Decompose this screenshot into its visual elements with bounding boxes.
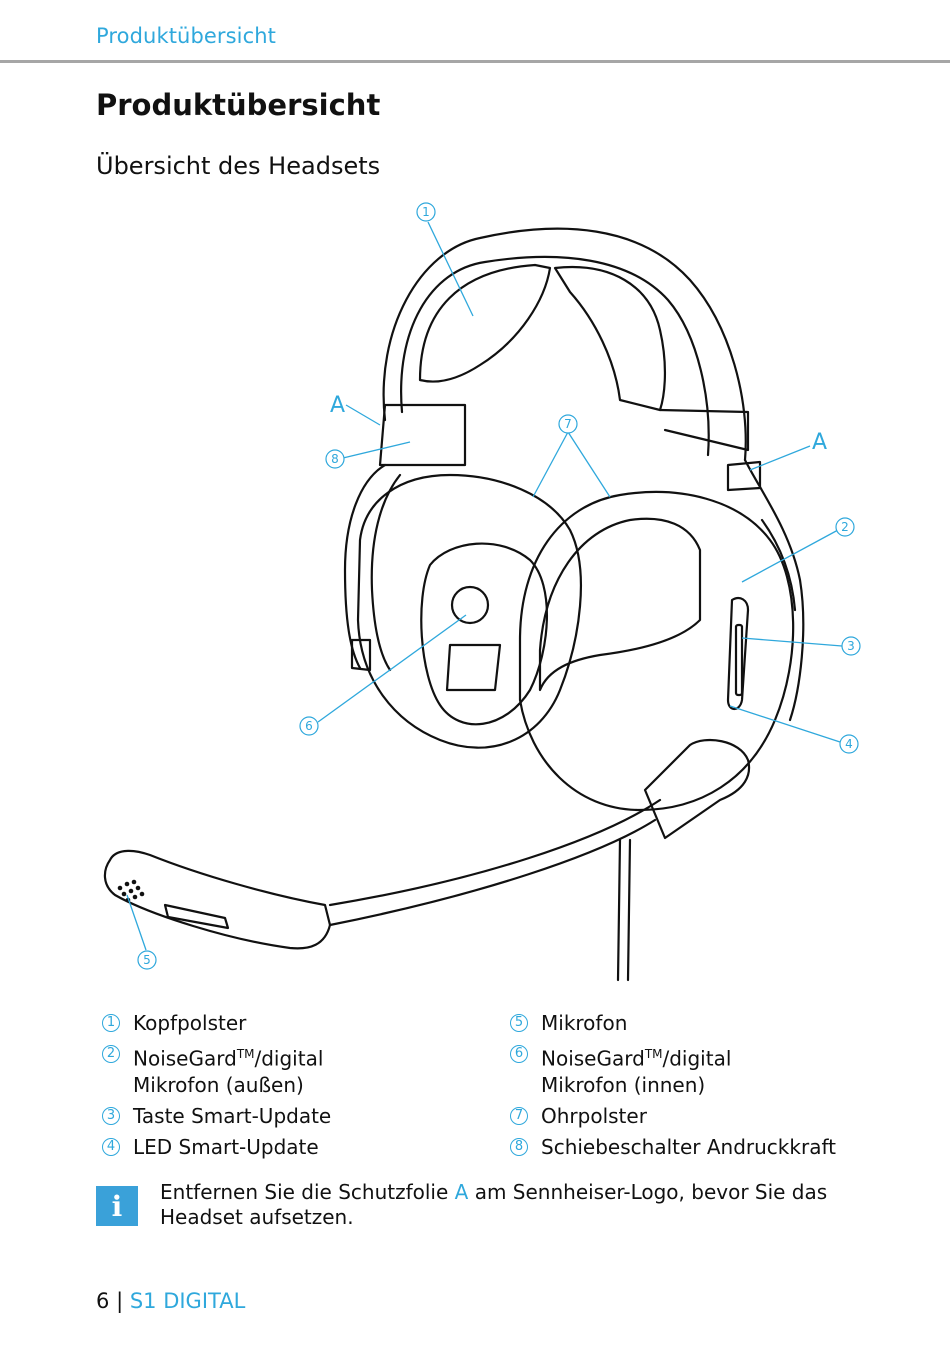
callout-1-label: 1 — [422, 205, 430, 219]
legend-label-rest: /digital Mikrofon (innen) — [541, 1046, 732, 1097]
legend-number: 1 — [102, 1014, 120, 1032]
legend-item: 5 Mikrofon — [510, 1010, 836, 1036]
legend-label: NoiseGardTM/digital Mikrofon (innen) — [541, 1041, 731, 1098]
callout-1 — [416, 202, 436, 222]
legend-label: Kopfpolster — [133, 1011, 247, 1035]
info-note: Entfernen Sie die Schutzfolie A am Sennh… — [160, 1180, 890, 1230]
callout-3 — [841, 636, 861, 656]
legend-number: 7 — [510, 1106, 528, 1125]
note-marker: A — [454, 1180, 469, 1204]
callout-a-left: A — [330, 393, 345, 418]
callout-3-label: 3 — [847, 639, 855, 653]
callout-6-label: 6 — [305, 719, 313, 733]
legend-label: NoiseGardTM/digital Mikrofon (außen) — [133, 1041, 323, 1098]
page-footer: 6 | S1 DIGITAL — [96, 1289, 245, 1313]
legend-number: 4 — [102, 1137, 120, 1156]
legend-number: 2 — [102, 1045, 120, 1063]
callout-8-label: 8 — [331, 452, 339, 466]
callout-7-label: 7 — [564, 417, 572, 431]
trademark-sup: TM — [236, 1047, 255, 1061]
section-subtitle: Übersicht des Headsets — [96, 152, 381, 180]
legend-number: 5 — [510, 1014, 528, 1032]
running-header: Produktübersicht — [96, 24, 277, 48]
callout-2-label: 2 — [841, 520, 849, 534]
callout-5 — [137, 950, 157, 970]
note-text-before: Entfernen Sie die Schutzfolie — [160, 1180, 455, 1204]
legend-label: Taste Smart-Update — [133, 1103, 332, 1128]
headset-illustration: 1 7 8 2 3 4 6 5 A A — [103, 202, 861, 982]
legend-label-rest: /digital Mikrofon (außen) — [133, 1046, 324, 1097]
legend-label-main: NoiseGard — [133, 1046, 237, 1071]
trademark-sup: TM — [644, 1047, 663, 1061]
header-rule — [0, 60, 950, 63]
note-text-after: am Sennheiser-Logo, bevor Sie das Headse… — [160, 1180, 828, 1229]
legend-label: LED Smart-Update — [133, 1134, 319, 1159]
legend-label: Mikrofon — [541, 1011, 628, 1035]
callout-5-label: 5 — [143, 953, 151, 967]
page-title: Produktübersicht — [96, 88, 381, 122]
page-number: 6 — [96, 1289, 110, 1313]
legend-number: 6 — [510, 1045, 528, 1063]
callout-a-right: A — [812, 430, 827, 455]
legend-item: 6 NoiseGardTM/digital Mikrofon (innen) — [510, 1041, 836, 1098]
product-name: S1 DIGITAL — [129, 1289, 246, 1313]
legend-label: Schiebeschalter Andruckkraft — [541, 1134, 836, 1159]
footer-separator: | — [116, 1289, 124, 1313]
legend-number: 8 — [510, 1137, 528, 1156]
legend-item: 1 Kopfpolster — [102, 1010, 331, 1036]
legend-item: 7 Ohrpolster — [510, 1103, 836, 1129]
legend-column-right: 5 Mikrofon 6 NoiseGardTM/digital Mikrofo… — [510, 1010, 836, 1165]
info-icon: i — [96, 1186, 138, 1226]
legend-item: 8 Schiebeschalter Andruckkraft — [510, 1134, 836, 1160]
legend-item: 4 LED Smart-Update — [102, 1134, 331, 1160]
legend-number: 3 — [102, 1106, 120, 1125]
legend-label-main: NoiseGard — [541, 1046, 645, 1071]
legend-label: Ohrpolster — [541, 1103, 647, 1128]
legend-item: 2 NoiseGardTM/digital Mikrofon (außen) — [102, 1041, 331, 1098]
legend-column-left: 1 Kopfpolster 2 NoiseGardTM/digital Mikr… — [102, 1010, 331, 1165]
callout-8 — [325, 449, 345, 469]
callout-4 — [839, 734, 859, 754]
callout-7 — [558, 414, 578, 434]
callout-6 — [299, 716, 319, 736]
callout-4-label: 4 — [845, 737, 853, 751]
callout-2 — [835, 517, 855, 537]
legend-item: 3 Taste Smart-Update — [102, 1103, 331, 1129]
